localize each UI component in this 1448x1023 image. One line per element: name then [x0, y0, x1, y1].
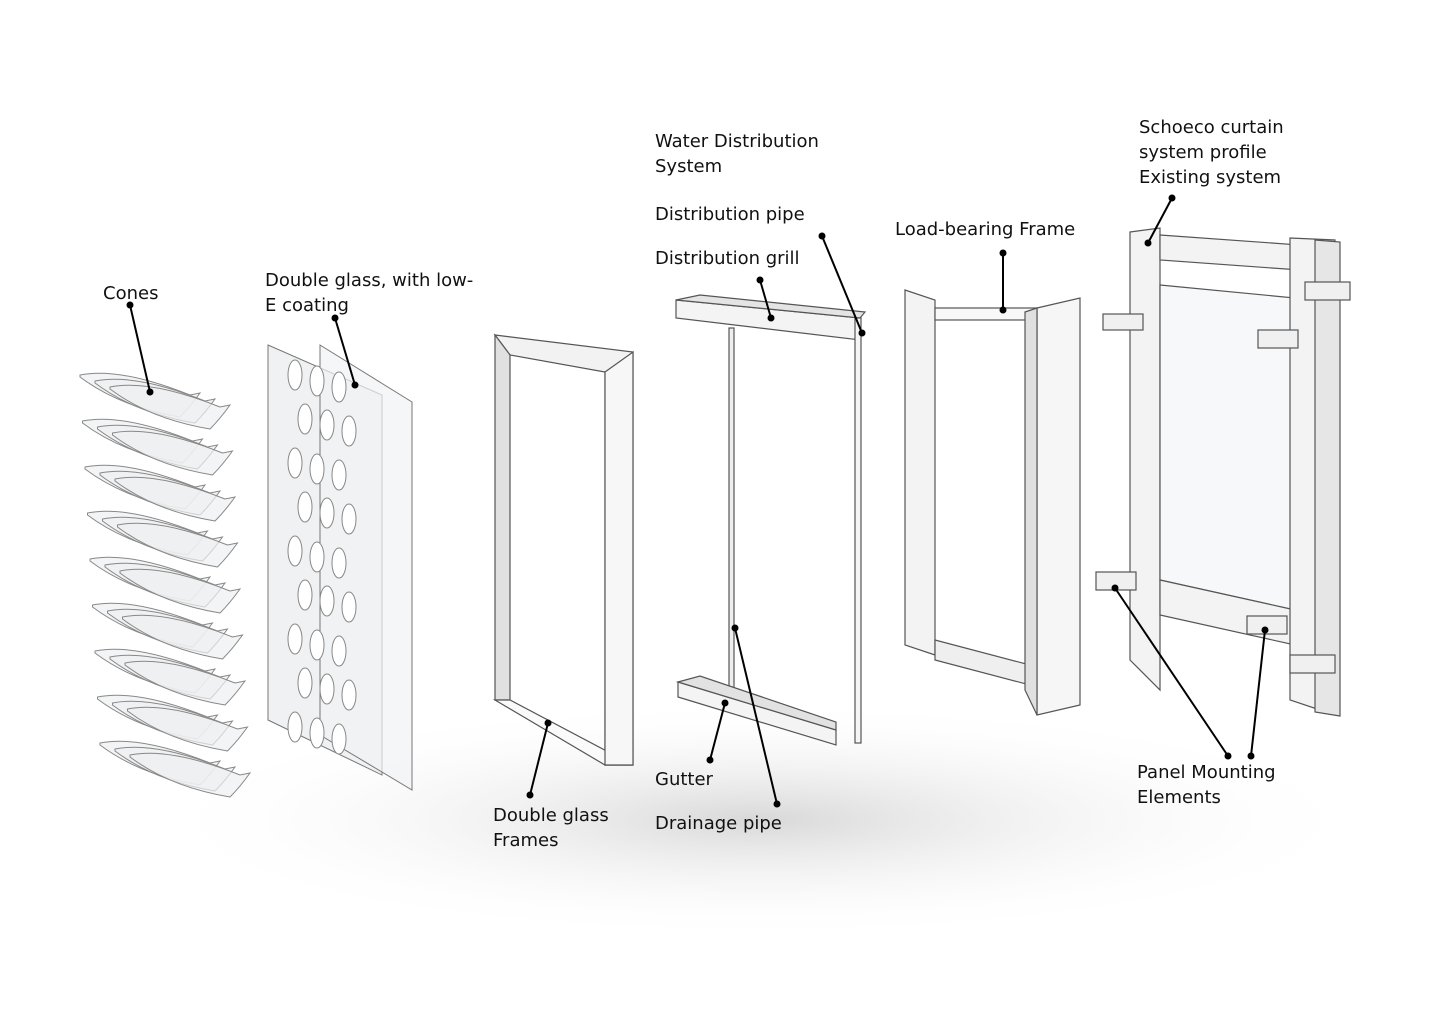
leader-dot	[731, 624, 739, 632]
cone	[119, 568, 242, 614]
label-line: Double glass, with low-	[265, 270, 474, 291]
leader-line	[529, 722, 549, 796]
glass-hole	[341, 591, 357, 623]
glass-hole	[331, 723, 347, 755]
label-line: Existing system	[1139, 167, 1282, 188]
leader-dot	[721, 699, 729, 707]
load-bearing-frame	[904, 289, 1081, 716]
cone	[129, 752, 252, 798]
glass-hole	[331, 635, 347, 667]
glass-hole	[297, 491, 313, 523]
double-glass-frame	[492, 333, 634, 766]
leader-dot	[706, 756, 714, 764]
label-line: Double glass	[493, 805, 609, 826]
glass-hole	[331, 547, 347, 579]
label-line: Water Distribution	[655, 131, 819, 152]
leader-dot	[858, 329, 866, 337]
leader-line	[821, 235, 863, 334]
leader-dot	[126, 301, 134, 309]
leader-dot	[331, 314, 339, 322]
label-load-bearing-frame: Load-bearing Frame	[895, 219, 1076, 240]
glass-hole	[297, 403, 313, 435]
cone	[124, 660, 247, 706]
label-drainage-pipe: Drainage pipe	[655, 813, 782, 834]
leader-dot	[773, 800, 781, 808]
glass-hole	[287, 447, 303, 479]
label-line: Panel Mounting	[1137, 762, 1276, 783]
cone	[127, 706, 249, 752]
leader-dot	[1261, 626, 1269, 634]
glass-hole	[319, 409, 335, 441]
glass-hole	[287, 535, 303, 567]
leader-line	[1250, 629, 1266, 757]
cone	[109, 384, 232, 430]
glass-hole	[297, 579, 313, 611]
cone	[114, 476, 237, 522]
leader-lines	[126, 194, 1269, 808]
leader-dot	[1224, 752, 1232, 760]
glass-hole	[331, 371, 347, 403]
curtain-system-profile	[1095, 227, 1351, 717]
glass-hole	[309, 717, 325, 749]
leader-line	[1147, 197, 1173, 244]
glass-hole	[309, 365, 325, 397]
label-line: System	[655, 156, 723, 177]
label-distribution-pipe: Distribution pipe	[655, 204, 805, 225]
label-double-glass-frames: Double glass Frames	[493, 803, 609, 853]
leader-dot	[544, 719, 552, 727]
leader-dot	[756, 276, 764, 284]
cone	[122, 614, 244, 660]
glass-hole	[319, 673, 335, 705]
glass-hole	[287, 359, 303, 391]
leader-line	[734, 627, 778, 805]
leader-line	[1114, 587, 1229, 757]
leader-dot	[351, 381, 359, 389]
label-panel-mounting: Panel Mounting Elements	[1137, 760, 1276, 810]
leader-line	[334, 317, 356, 386]
double-glass-panels	[267, 344, 413, 791]
water-distribution-system	[675, 294, 867, 746]
leader-dot	[1168, 194, 1176, 202]
label-double-glass: Double glass, with low- E coating	[265, 268, 473, 318]
glass-hole	[319, 585, 335, 617]
label-water-distribution: Water Distribution System	[655, 129, 819, 179]
leader-dot	[146, 388, 154, 396]
label-cones: Cones	[103, 283, 159, 304]
leader-line	[759, 279, 772, 319]
leader-dot	[767, 314, 775, 322]
glass-hole	[319, 497, 335, 529]
glass-hole	[341, 415, 357, 447]
leader-dot	[818, 232, 826, 240]
label-gutter: Gutter	[655, 769, 713, 790]
leader-line	[129, 304, 151, 393]
label-line: Frames	[493, 830, 559, 851]
label-line: Elements	[1137, 787, 1221, 808]
label-line: Schoeco curtain	[1139, 117, 1284, 138]
leader-dot	[1144, 239, 1152, 247]
glass-hole	[309, 453, 325, 485]
glass-hole	[309, 629, 325, 661]
glass-hole	[331, 459, 347, 491]
leader-dot	[1247, 752, 1255, 760]
glass-hole	[297, 667, 313, 699]
leader-line	[709, 702, 726, 761]
cone	[112, 430, 234, 476]
leader-dot	[526, 791, 534, 799]
leader-dot	[1111, 584, 1119, 592]
glass-hole	[287, 711, 303, 743]
label-schoeco: Schoeco curtain system profile Existing …	[1139, 115, 1284, 190]
ground-shadow	[140, 700, 1380, 940]
glass-hole	[341, 503, 357, 535]
label-distribution-grill: Distribution grill	[655, 248, 800, 269]
label-line: E coating	[265, 295, 349, 316]
leader-dot	[999, 249, 1007, 257]
glass-hole	[309, 541, 325, 573]
glass-hole	[287, 623, 303, 655]
glass-hole	[341, 679, 357, 711]
leader-dot	[999, 306, 1007, 314]
cone	[117, 522, 239, 568]
cones-stack	[79, 372, 252, 798]
label-line: system profile	[1139, 142, 1267, 163]
